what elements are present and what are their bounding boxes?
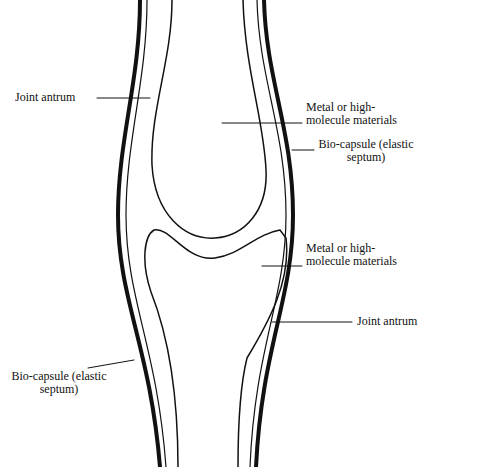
part-label: Joint antrum [356,315,418,328]
capsule-left [118,0,160,467]
leader-line [88,360,134,368]
leader-line [272,322,352,323]
part-label: Bio-capsule (elastic septum) [317,138,415,164]
leader-line [262,266,302,267]
part-label: Bio-capsule (elastic septum) [10,370,108,396]
upper-bone [152,0,266,238]
part-label: Metal or high-molecule materials [305,242,419,268]
leader-line [292,150,314,151]
capsule-right [256,0,293,467]
capsule-left-inner [126,0,166,467]
leader-line [222,123,302,124]
part-label: Joint antrum [14,91,76,104]
lower-bone [145,230,287,467]
leader-line [97,98,150,99]
part-label: Metal or high-molecule materials [305,101,419,127]
